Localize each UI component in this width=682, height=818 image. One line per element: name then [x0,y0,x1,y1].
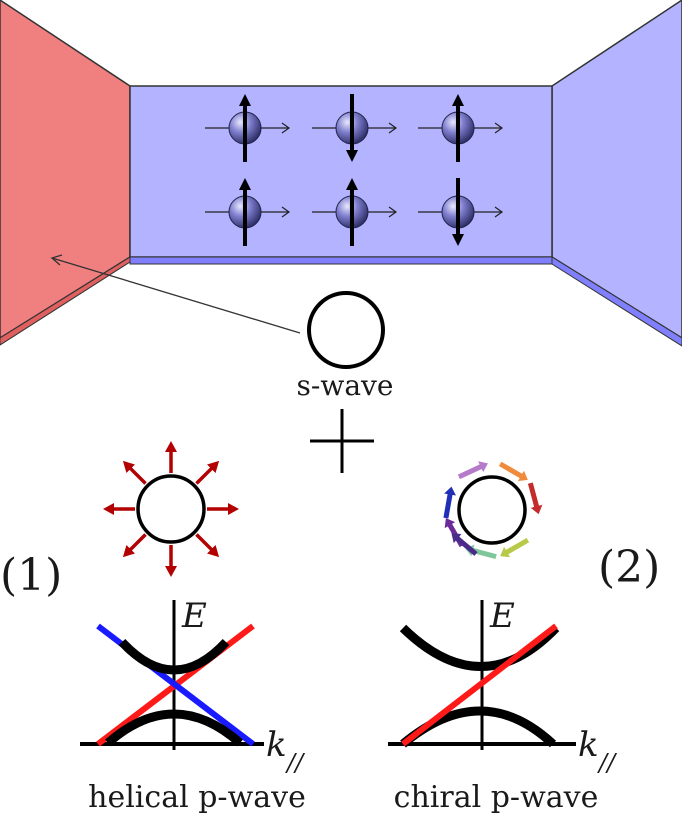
s-wave-pointer-head [50,254,63,266]
lower-band-1 [105,709,243,747]
channel [129,85,553,265]
chiral-arrow-head [500,546,511,558]
s-wave-label: s-wave [297,369,394,402]
radial-arrow [195,465,215,485]
spin-arrow-head [239,94,251,106]
k-label-1: k [266,725,287,765]
chiral-arrow [455,536,478,556]
chiral-pairing-icon [443,461,543,560]
helical-label: helical p-wave [88,780,306,815]
e-label-2: E [489,596,515,636]
spin-up [418,94,504,162]
spin-arrow-head [346,150,358,162]
chiral-dispersion-plot: E k // chiral p-wave [388,596,618,815]
radial-arrow-head [228,503,239,515]
chiral-arrow [443,493,453,519]
spin-arrow-head [452,234,464,246]
red-dispersion-2 [401,623,558,747]
spin-arrow-head [239,178,251,190]
chiral-arrow-head [444,518,456,529]
motion-arrow-head [388,122,398,134]
panel-label-1: (1) [0,550,62,601]
spin-up [205,178,291,246]
spin-arrow-head [452,94,464,106]
chiral-label: chiral p-wave [394,780,599,815]
spin-arrow-head [346,178,358,190]
k-subscript-1: // [285,749,306,777]
chiral-arrow-head [517,470,528,482]
upper-band-2 [399,624,560,671]
radial-arrow [127,465,147,485]
chiral-arrow-head [478,461,488,473]
left-lead [0,0,131,346]
k-label-2: k [578,725,599,765]
upper-band-1 [118,638,230,675]
motion-arrow-head [281,206,291,218]
radial-arrow-head [122,460,135,473]
e-label-1: E [181,596,207,636]
s-wave-pointer [51,257,301,334]
motion-arrow-head [388,206,398,218]
chiral-arrow-head [451,533,462,544]
chiral-circle [457,475,527,545]
chiral-arrow [527,482,540,508]
radial-arrow-head [122,545,135,558]
k-subscript-2: // [597,749,618,777]
chiral-arrow [498,461,524,479]
chiral-arrow [457,464,483,480]
right-lead [551,0,682,347]
motion-arrow-head [494,206,504,218]
spin-up [205,94,291,162]
chiral-arrow-head [530,504,543,515]
motion-arrow-head [281,122,291,134]
radial-arrow-head [103,503,114,515]
radial-arrow-head [165,566,177,577]
s-wave-circle [307,291,385,369]
helical-dispersion-plot: E k // helical p-wave [80,596,306,815]
radial-arrow [195,533,215,553]
chiral-arrow-head [444,486,456,496]
radial-arrow-head [207,545,220,558]
plus-sign [310,409,374,473]
spin-up [312,178,398,246]
radial-arrow-head [165,441,177,452]
spin-down [418,178,504,246]
spin-down [312,94,398,162]
radial-arrow-head [207,460,220,473]
helical-pairing-icon [103,441,239,577]
s-wave-group: s-wave [50,254,394,402]
helical-circle [136,474,206,544]
motion-arrow-head [494,122,504,134]
radial-arrow [127,533,147,553]
chiral-arrow [504,537,530,555]
spin-array [205,94,504,246]
panel-label-2: (2) [598,542,660,593]
